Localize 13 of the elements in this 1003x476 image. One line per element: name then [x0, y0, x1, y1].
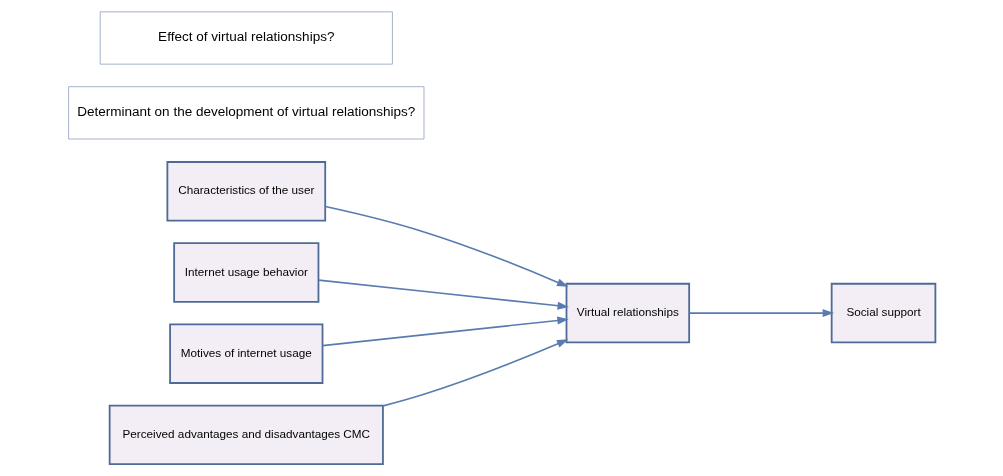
arrow [381, 339, 568, 407]
arrow [324, 205, 568, 287]
arrow [321, 316, 569, 347]
node-box: Effect of virtual relationships? [99, 11, 393, 65]
node-box: Motives of internet usage [168, 323, 323, 384]
node-box: Characteristics of the user [165, 161, 326, 222]
node-box: Virtual relationships [565, 282, 690, 344]
node-box: Internet usage behavior [172, 242, 319, 303]
node-box: Social support [830, 282, 936, 344]
node-box: Perceived advantages and disadvantages CMC [108, 404, 384, 466]
arrow [317, 279, 569, 310]
arrow [687, 309, 834, 318]
node-box: Determinant on the development of virtual relationships? [67, 86, 424, 140]
